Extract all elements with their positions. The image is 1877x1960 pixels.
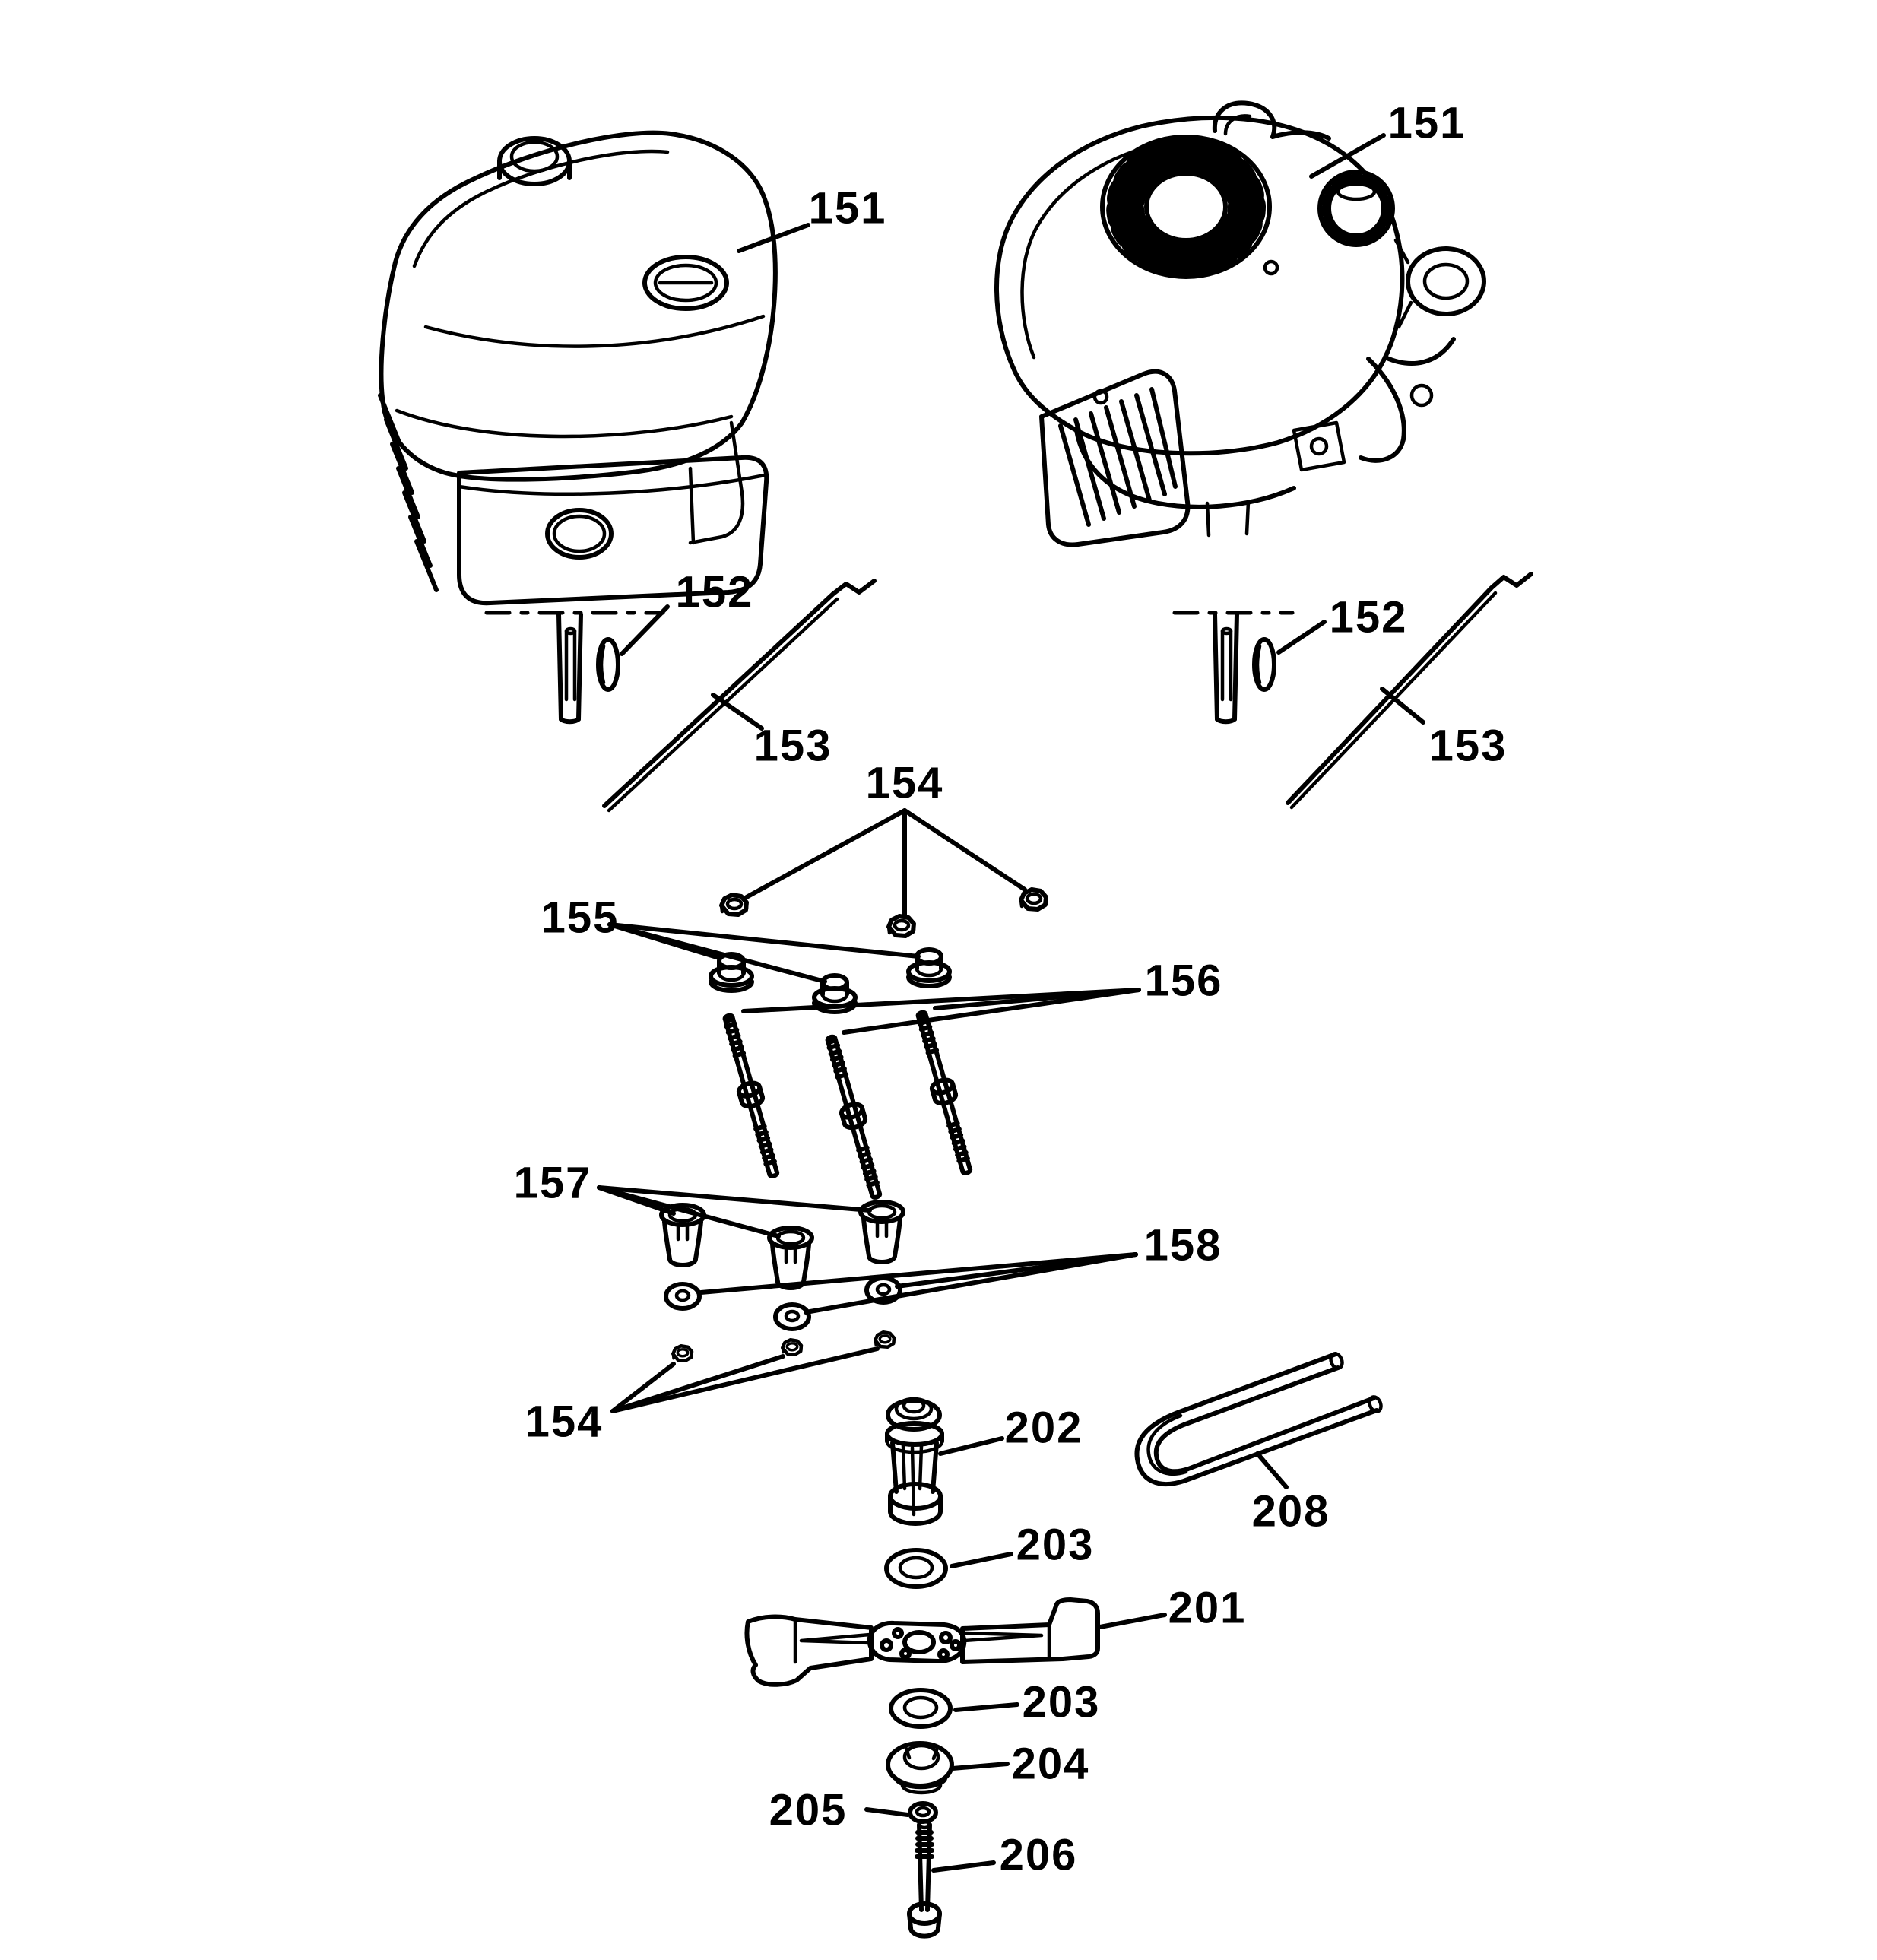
muffler	[1039, 369, 1191, 547]
leader-line-washer-upper-203	[950, 1552, 1013, 1568]
bolt-threads	[915, 1830, 934, 1859]
leader-line-key-right-152	[1276, 620, 1327, 655]
callout-key-left-152: 152	[675, 567, 754, 617]
callout-belt-208: 208	[1251, 1486, 1330, 1537]
callout-blade-201: 201	[1168, 1583, 1247, 1633]
callout-leader-lines	[597, 133, 1425, 1873]
blade-bolt	[907, 1819, 942, 1939]
muffler-fins	[1058, 387, 1178, 527]
callout-washer-lower-203: 203	[1022, 1677, 1101, 1727]
leader-line-rod-left-153	[711, 693, 764, 731]
blade-adapter	[885, 1397, 944, 1526]
leader-line-nuts-bottom-154	[610, 1354, 785, 1413]
leader-line-nuts-bottom-154	[610, 1362, 676, 1413]
leader-line-nuts-bottom-154	[610, 1346, 880, 1413]
washer-upper-203	[884, 1548, 948, 1589]
carburetor-linkage	[1292, 238, 1486, 472]
callout-engine-right-151: 151	[1387, 98, 1466, 148]
recoil-fan-spokes	[1106, 137, 1266, 277]
callout-rod-right-153: 153	[1428, 721, 1508, 771]
callout-engine-left-151: 151	[808, 183, 887, 233]
fuel-tank	[457, 455, 769, 606]
callout-washers-158: 158	[1143, 1220, 1222, 1270]
callout-studs-156: 156	[1144, 956, 1223, 1006]
leader-line-spacers-157	[597, 1185, 872, 1213]
leader-line-lock-washer-205	[864, 1807, 910, 1817]
leader-line-nuts-top-154	[902, 808, 1027, 892]
leader-line-spacers-157	[597, 1185, 781, 1238]
recoil-starter	[1100, 135, 1272, 279]
leader-line-washer-lower-203	[953, 1702, 1019, 1712]
callout-rod-left-153: 153	[753, 721, 832, 771]
oil-fill-cap	[642, 255, 729, 311]
leader-line-nuts-top-154	[744, 808, 907, 899]
callout-blade-adapter-202: 202	[1004, 1403, 1083, 1453]
fuel-cap	[1317, 170, 1395, 247]
leader-line-flange-nuts-155	[607, 922, 921, 959]
leader-line-washers-158	[895, 1252, 1138, 1289]
leader-line-studs-156	[842, 988, 1141, 1035]
callout-bell-support-204: 204	[1011, 1739, 1090, 1789]
leader-line-studs-156	[741, 988, 1141, 1013]
engine-right-assembly	[994, 100, 1486, 722]
leader-line-flange-nuts-155	[607, 922, 827, 984]
cooling-fins	[378, 393, 439, 592]
leader-line-rod-right-153	[1380, 687, 1425, 725]
callout-nuts-bottom-154: 154	[525, 1397, 604, 1447]
leader-line-belt-208	[1255, 1451, 1289, 1489]
blade-bell-support	[886, 1741, 954, 1795]
callout-blade-bolt-206: 206	[999, 1830, 1078, 1880]
leader-line-key-left-152	[620, 604, 670, 656]
blade-bolt-holes	[880, 1627, 962, 1660]
leader-line-engine-right-151	[1309, 133, 1386, 179]
leader-line-bell-support-204	[950, 1762, 1010, 1771]
throttle-rod-left	[602, 579, 877, 813]
leader-line-washers-158	[699, 1252, 1138, 1295]
leader-line-blade-201	[1098, 1613, 1167, 1629]
callout-key-right-152: 152	[1329, 592, 1408, 642]
leader-line-studs-156	[933, 988, 1141, 1010]
callout-nuts-top-154: 154	[865, 758, 944, 808]
starter-handle	[1212, 100, 1331, 141]
callout-lock-washer-205: 205	[769, 1785, 848, 1835]
callout-spacers-157: 157	[513, 1158, 592, 1208]
mower-blade	[744, 1597, 1100, 1687]
washer-lower-203	[889, 1688, 953, 1729]
leader-line-blade-bolt-206	[931, 1860, 996, 1873]
callout-washer-upper-203: 203	[1016, 1520, 1095, 1570]
drive-belt	[1134, 1352, 1383, 1486]
primer-cap	[497, 136, 572, 186]
callout-flange-nuts-155: 155	[541, 893, 620, 943]
leader-line-blade-adapter-202	[938, 1436, 1004, 1456]
leader-line-engine-left-151	[737, 223, 810, 253]
engine-left-assembly	[378, 130, 778, 722]
